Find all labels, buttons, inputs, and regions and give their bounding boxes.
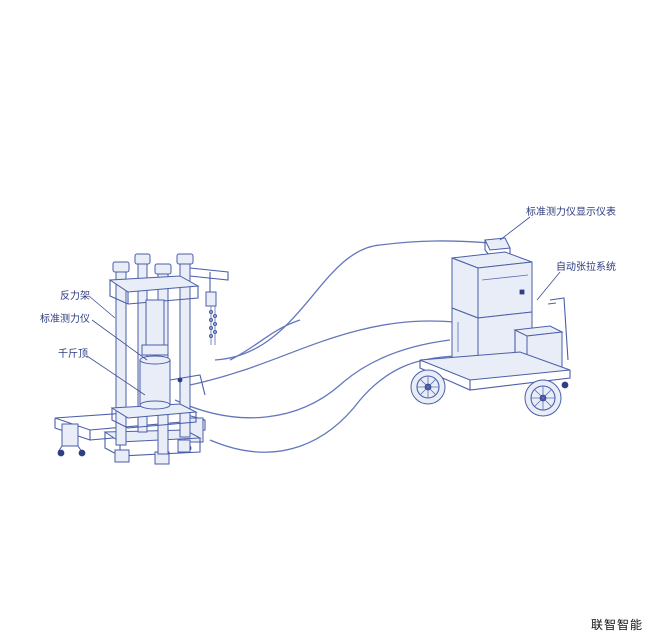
- brand-logo-text: 联智智能: [590, 618, 643, 632]
- label-reaction-frame: 反力架: [60, 289, 116, 319]
- cart-wheel-right: [524, 379, 562, 417]
- label-reaction-frame-text: 反力架: [60, 289, 90, 302]
- label-jack: 千斤顶: [58, 348, 146, 396]
- label-dynamometer-display: 标准测力仪显示仪表: [499, 205, 616, 241]
- label-standard-dynamometer: 标准测力仪: [40, 312, 148, 361]
- cart-wheel-left: [410, 369, 446, 405]
- hydraulic-hoses: [174, 240, 491, 453]
- label-dynamometer-display-text: 标准测力仪显示仪表: [526, 205, 616, 218]
- label-jack-text: 千斤顶: [58, 348, 88, 360]
- label-standard-dynamometer-text: 标准测力仪: [40, 312, 90, 325]
- label-auto-tension-system-text: 自动张拉系统: [556, 260, 616, 273]
- label-auto-tension-system: 自动张拉系统: [536, 260, 616, 301]
- reaction-frame-assembly: [54, 253, 229, 465]
- auto-tension-cart: [410, 237, 571, 417]
